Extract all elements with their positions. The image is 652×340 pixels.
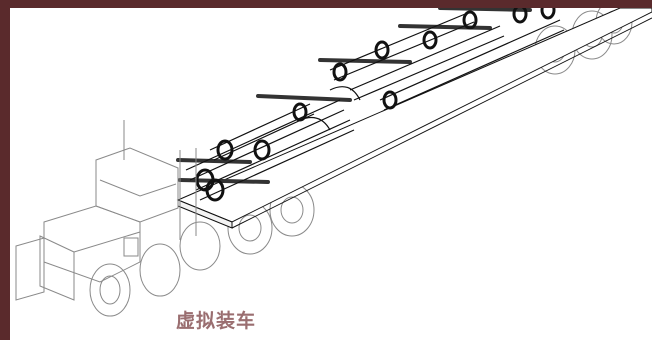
truck-loading-drawing bbox=[15, 8, 652, 317]
trailer-deck bbox=[176, 8, 652, 229]
caption-label: 虚拟装车 bbox=[176, 310, 257, 332]
middle-wheels bbox=[179, 183, 315, 271]
pipe-load bbox=[185, 8, 565, 202]
illustration-panel: 虚拟装车 bbox=[10, 8, 652, 340]
truck-cab bbox=[15, 120, 197, 317]
